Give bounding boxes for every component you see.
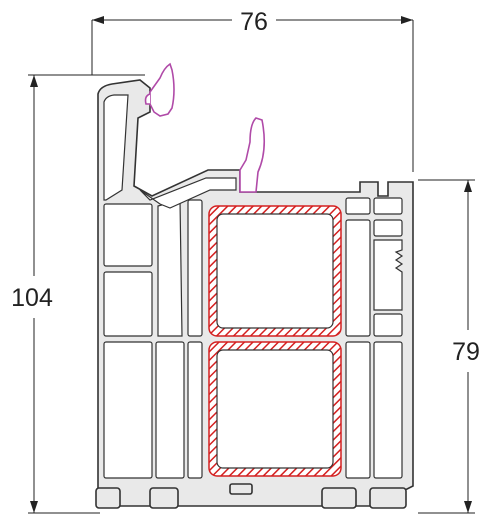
lower-gasket bbox=[239, 117, 266, 193]
steel-reinforcement-upper bbox=[208, 205, 342, 337]
dimension-height-right: 79 bbox=[418, 179, 480, 514]
dimension-width-label: 76 bbox=[240, 8, 268, 36]
dimension-height-left: 104 bbox=[11, 74, 145, 514]
dimension-height-left-label: 104 bbox=[11, 284, 53, 312]
left-chambers bbox=[103, 94, 203, 479]
steel-reinforcement-lower bbox=[208, 341, 342, 477]
glazing-bead bbox=[139, 177, 237, 209]
dimension-height-right-label: 79 bbox=[452, 338, 480, 366]
upper-gasket bbox=[144, 62, 175, 117]
right-chambers bbox=[345, 197, 404, 479]
dimension-width-top: 76 bbox=[91, 8, 414, 172]
